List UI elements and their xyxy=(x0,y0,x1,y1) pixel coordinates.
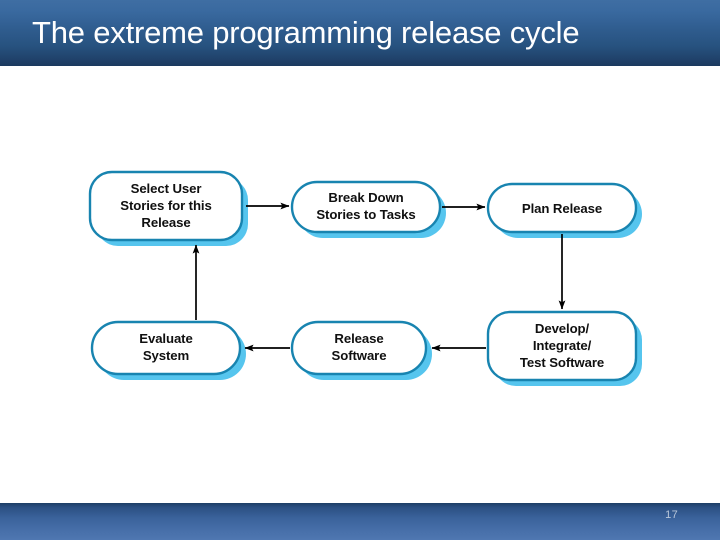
node-label-line: Break Down xyxy=(328,190,403,205)
node-plan-release[interactable]: Plan Release xyxy=(486,182,638,234)
page-number: 17 xyxy=(665,509,678,521)
node-label-line: System xyxy=(143,348,189,363)
node-develop-integrate-test[interactable]: Develop/ Integrate/ Test Software xyxy=(486,310,638,382)
node-label-line: Release xyxy=(141,215,190,230)
node-select-user-stories[interactable]: Select User Stories for this Release xyxy=(88,170,244,242)
node-label-line: Stories to Tasks xyxy=(316,207,415,222)
node-evaluate-system[interactable]: Evaluate System xyxy=(90,320,242,376)
node-label-line: Test Software xyxy=(520,355,604,370)
node-label-line: Stories for this xyxy=(120,198,211,213)
node-release-software[interactable]: Release Software xyxy=(290,320,428,376)
node-label-line: Software xyxy=(332,348,387,363)
node-break-down-stories[interactable]: Break Down Stories to Tasks xyxy=(290,180,442,234)
slide-body: Select User Stories for this Release Bre… xyxy=(0,66,720,503)
slide-footer-band xyxy=(0,503,720,540)
slide-header-band xyxy=(0,0,720,66)
node-label-line: Select User xyxy=(131,181,202,196)
node-label-line: Release xyxy=(334,331,383,346)
page-title: The extreme programming release cycle xyxy=(32,15,580,50)
node-label-line: Develop/ xyxy=(535,321,590,336)
node-label-line: Plan Release xyxy=(522,201,602,216)
release-cycle-diagram: Select User Stories for this Release Bre… xyxy=(80,160,680,410)
node-label-line: Evaluate xyxy=(139,331,192,346)
flow-arrows xyxy=(192,202,566,352)
node-label-line: Integrate/ xyxy=(533,338,592,353)
